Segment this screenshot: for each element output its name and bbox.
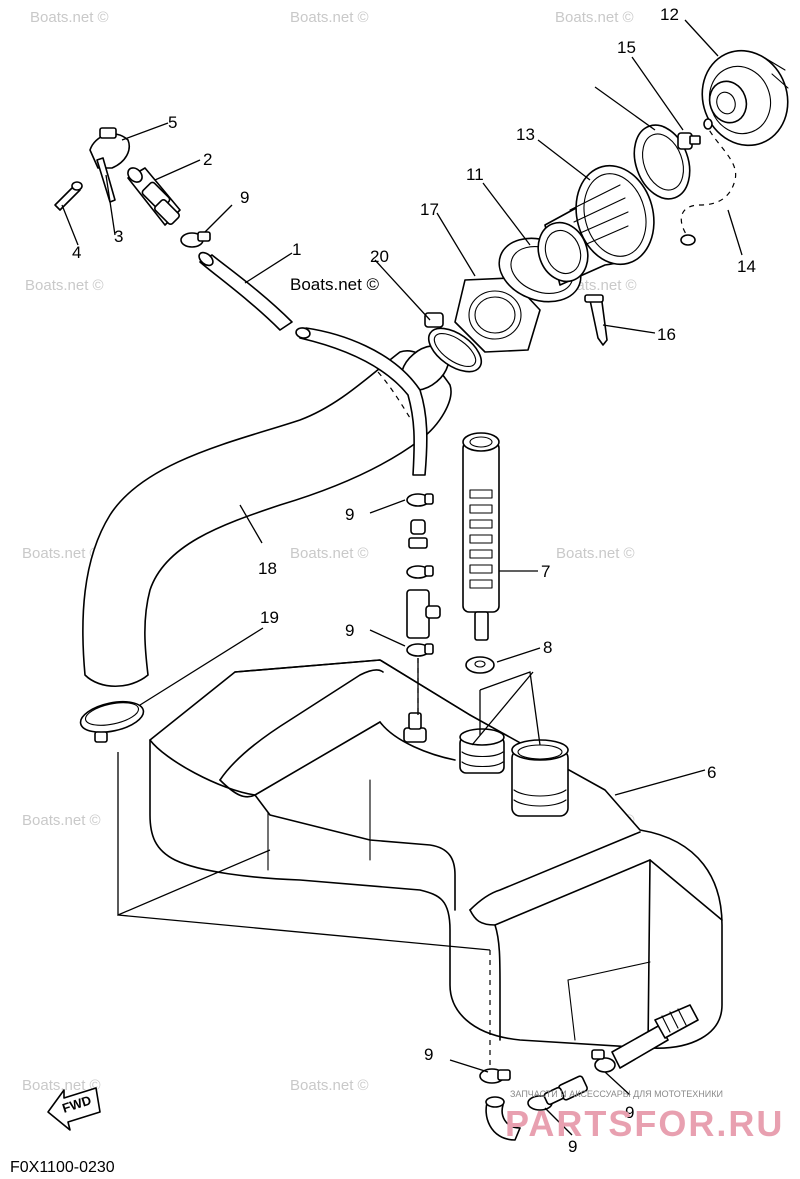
bottom-drain-fittings [479, 950, 699, 1141]
top-left-fittings [54, 127, 211, 248]
watermark: Boats.net © [555, 9, 634, 26]
callout-14: 14 [737, 257, 756, 276]
callout-5: 5 [168, 113, 177, 132]
watermark: Boats.net © [22, 812, 101, 829]
washer-8 [465, 656, 495, 674]
callout-15: 15 [617, 38, 636, 57]
callout-2: 2 [203, 150, 212, 169]
callout-12: 12 [660, 5, 679, 24]
brand-logo: PARTSFOR.RU [505, 1103, 784, 1144]
filler-neck-assembly [424, 49, 789, 373]
watermark: Boats.net © [25, 277, 104, 294]
watermark: Boats.net © [290, 1077, 369, 1094]
filler-hose [82, 345, 452, 687]
callout-9: 9 [345, 621, 354, 640]
callout-20: 20 [370, 247, 389, 266]
callouts: 1 2 3 4 5 6 7 8 9 9 9 9 9 9 11 12 13 14 … [72, 5, 756, 1156]
vent-hose [198, 251, 428, 476]
callout-19: 19 [260, 608, 279, 627]
fuel-tank [149, 659, 723, 1049]
hose-clamp-19 [79, 700, 145, 743]
watermark-dark: Boats.net © [290, 275, 380, 294]
callout-6: 6 [707, 763, 716, 782]
callout-9: 9 [568, 1137, 577, 1156]
brand-tagline: ЗАПЧАСТИ И АКСЕССУАРЫ ДЛЯ МОТОТЕХНИКИ [510, 1089, 723, 1099]
callout-7: 7 [541, 562, 550, 581]
tank-neck-large [511, 739, 569, 817]
callout-18: 18 [258, 559, 277, 578]
callout-1: 1 [292, 240, 301, 259]
callout-8: 8 [543, 638, 552, 657]
fuel-pickup-filter [462, 432, 500, 674]
callout-4: 4 [72, 243, 81, 262]
callout-9: 9 [345, 505, 354, 524]
callout-9: 9 [240, 188, 249, 207]
fwd-arrow: FWD [47, 1087, 101, 1131]
watermark: Boats.net © [22, 1077, 101, 1094]
callout-13: 13 [516, 125, 535, 144]
watermark: Boats.net © [30, 9, 109, 26]
callout-11: 11 [466, 165, 484, 184]
diagram-code: F0X1100-0230 [10, 1159, 115, 1176]
callout-9: 9 [424, 1045, 433, 1064]
tank-vent-nipple [403, 712, 427, 743]
tank-neck-small [459, 728, 505, 774]
watermark: Boats.net © [290, 9, 369, 26]
guide-lines [117, 658, 541, 951]
brand-watermark: ЗАПЧАСТИ И АКСЕССУАРЫ ДЛЯ МОТОТЕХНИКИ PA… [505, 1089, 784, 1144]
watermark: Boats.net © [22, 545, 101, 562]
watermark: Boats.net © [290, 545, 369, 562]
leader-lines [61, 19, 743, 1136]
callout-17: 17 [420, 200, 439, 219]
callout-9: 9 [625, 1103, 634, 1122]
callout-3: 3 [114, 227, 123, 246]
callout-16: 16 [657, 325, 676, 344]
watermark: Boats.net © [556, 545, 635, 562]
